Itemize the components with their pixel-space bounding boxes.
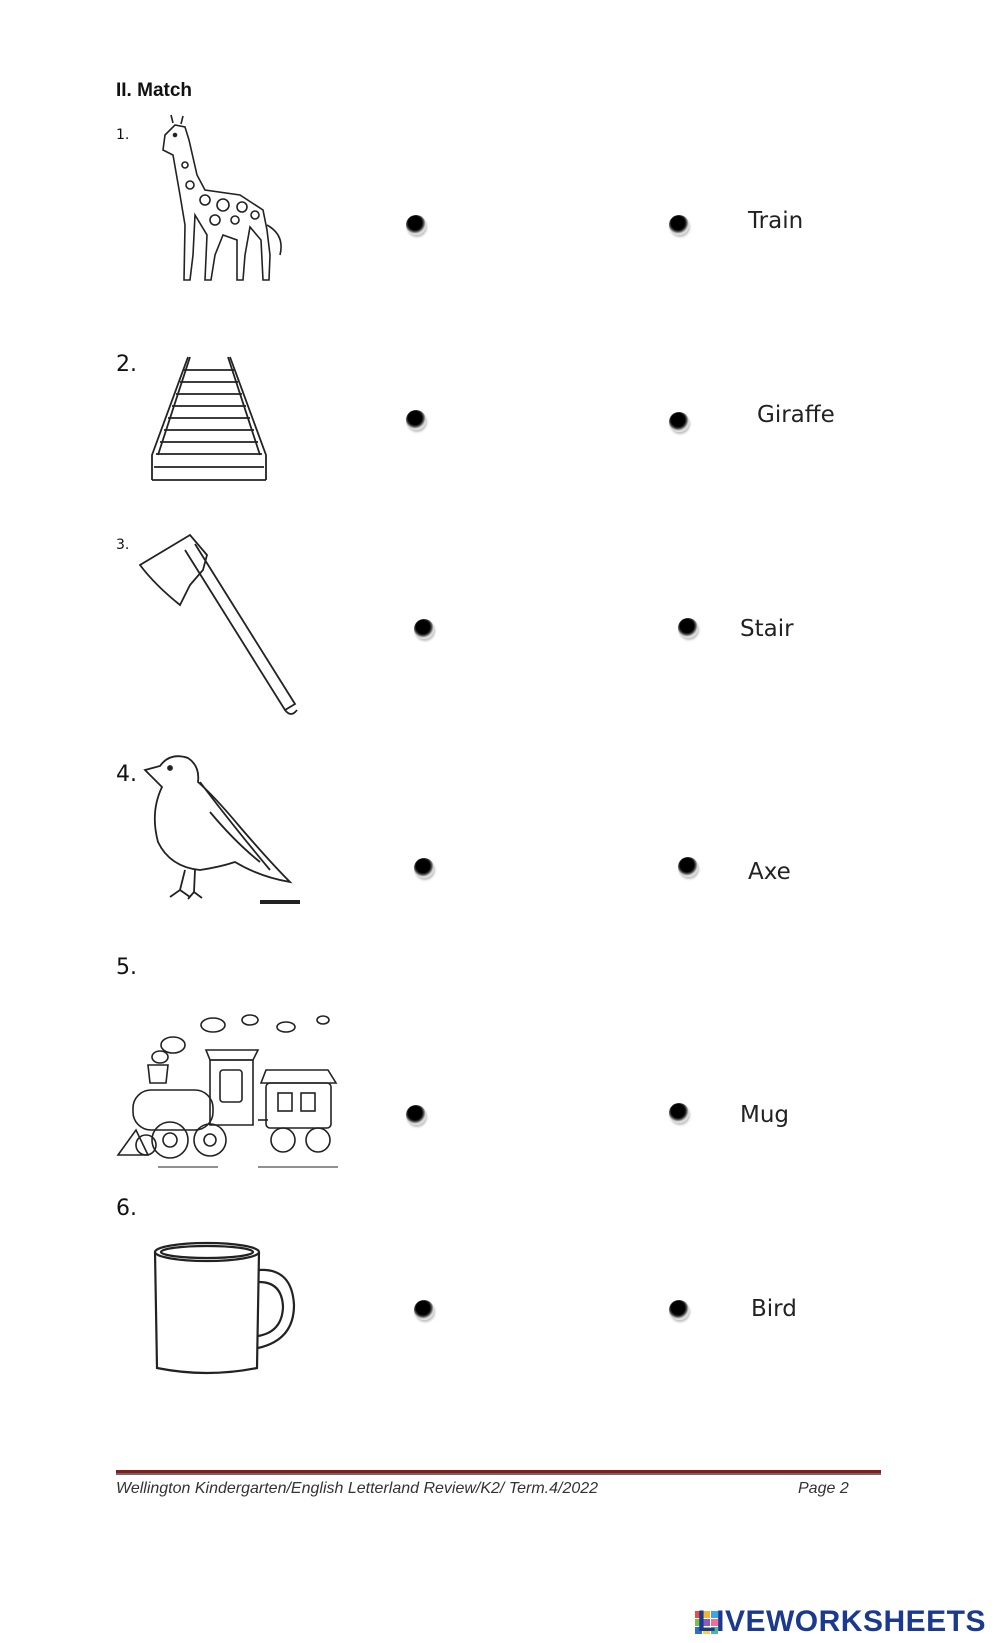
- logo-square: [703, 1627, 710, 1634]
- left-match-dot-4[interactable]: [414, 858, 434, 878]
- item-number-4: 4.: [116, 762, 137, 787]
- stair-icon: [148, 355, 270, 485]
- logo-square: [711, 1611, 718, 1618]
- mug-icon: [152, 1240, 302, 1380]
- item-number-2: 2.: [116, 352, 137, 377]
- brand-wordmark: LIVEWORKSHEETS: [697, 1605, 986, 1638]
- logo-square: [695, 1611, 702, 1618]
- logo-square: [695, 1619, 702, 1626]
- right-match-dot-4[interactable]: [678, 857, 698, 877]
- logo-square: [695, 1627, 702, 1634]
- liveworksheets-logo-icon: [695, 1611, 719, 1635]
- item-number-6: 6.: [116, 1196, 137, 1221]
- left-match-dot-6[interactable]: [414, 1300, 434, 1320]
- logo-square: [711, 1619, 718, 1626]
- logo-square: [703, 1611, 710, 1618]
- item-number-5: 5.: [116, 955, 137, 980]
- match-word-6: Bird: [751, 1296, 797, 1322]
- left-match-dot-2[interactable]: [406, 410, 426, 430]
- item-number-3: 3.: [116, 537, 130, 553]
- footer-page-number: Page 2: [798, 1480, 849, 1497]
- footer-school-info: Wellington Kindergarten/English Letterla…: [116, 1480, 599, 1497]
- axe-icon: [135, 530, 305, 720]
- bird-icon: [140, 752, 310, 907]
- logo-square: [711, 1627, 718, 1634]
- section-heading: II. Match: [116, 80, 193, 101]
- item-number-1: 1.: [116, 127, 130, 143]
- right-match-dot-2[interactable]: [669, 412, 689, 432]
- right-match-dot-5[interactable]: [669, 1103, 689, 1123]
- logo-square: [703, 1619, 710, 1626]
- match-word-1: Train: [748, 208, 804, 234]
- left-match-dot-5[interactable]: [406, 1105, 426, 1125]
- match-word-4: Axe: [748, 859, 791, 885]
- left-match-dot-3[interactable]: [414, 619, 434, 639]
- right-match-dot-3[interactable]: [678, 618, 698, 638]
- giraffe-icon: [145, 114, 295, 285]
- train-icon: [116, 1005, 363, 1175]
- footer-divider: [116, 1470, 881, 1475]
- right-match-dot-1[interactable]: [669, 215, 689, 235]
- left-match-dot-1[interactable]: [406, 215, 426, 235]
- match-word-2: Giraffe: [757, 402, 835, 428]
- right-match-dot-6[interactable]: [669, 1300, 689, 1320]
- match-word-3: Stair: [740, 616, 794, 642]
- match-word-5: Mug: [740, 1102, 790, 1128]
